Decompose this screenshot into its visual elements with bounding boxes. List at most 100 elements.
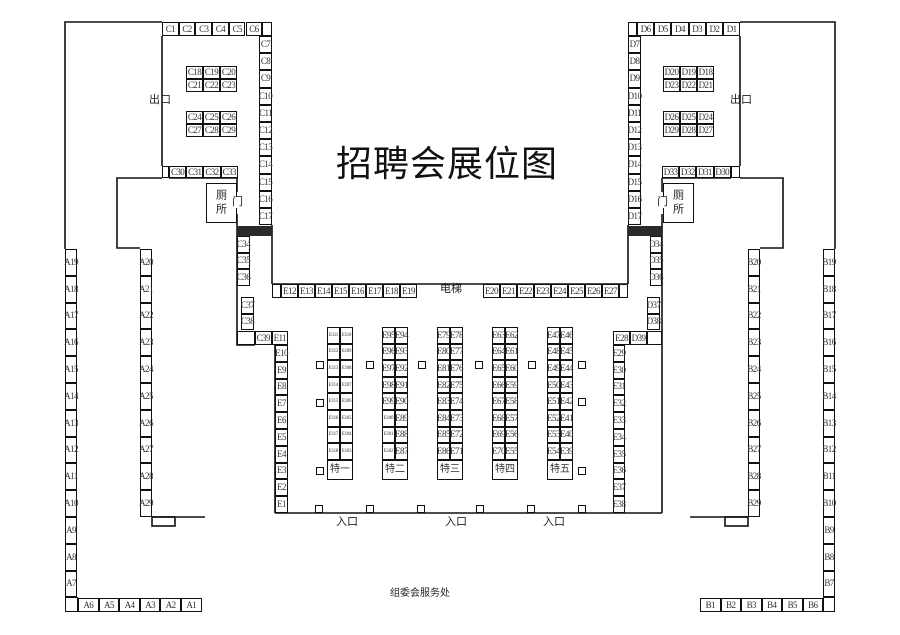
booth-c9: C9 [259,70,272,88]
pillar [316,399,324,407]
booth-e59: E59 [505,376,518,394]
booth-a18: A18 [64,275,78,303]
booth-c33: C33 [220,166,238,178]
booth-d13: D13 [628,139,642,157]
booth-e90: E90 [395,393,408,410]
booth-a11: A11 [64,463,78,491]
booth-d7: D7 [628,36,641,54]
booth-a16: A16 [64,329,78,357]
toilet-left-char-2: 所 [216,204,227,216]
entrance-label-3: 入口 [543,516,565,528]
booth-e17: E17 [366,284,383,298]
booth-a15: A15 [64,356,78,383]
booth-c30: C30 [169,166,187,178]
booth-e16: E16 [349,284,366,298]
entrance-pillar [315,505,323,513]
booth-e11: E11 [271,331,288,345]
blank-cell [162,166,169,178]
booth-e6: E6 [275,412,288,429]
page-title: 招聘会展位图 [336,144,559,184]
booth-e100: E100 [382,410,395,427]
booth-e50: E50 [547,376,560,394]
blank-cell [272,284,281,298]
booth-e69: E69 [492,426,505,444]
booth-a9: A9 [65,517,77,544]
booth-d1: D1 [723,22,741,36]
booth-c31: C31 [186,166,204,178]
booth-b5: B5 [782,598,803,612]
booth-e66: E66 [492,376,505,394]
booth-e5: E5 [275,429,288,446]
entrance-label-2: 入口 [445,516,467,528]
booth-a25: A25 [139,383,153,410]
booth-e75: E75 [450,376,463,394]
booth-b27: B27 [747,436,761,464]
booth-e108: E108 [340,360,353,377]
booth-c23: C23 [220,79,237,92]
door-label-right: 门 [657,196,668,208]
entrance-pillar [476,505,484,513]
booth-e77: E77 [450,343,463,361]
pillar [418,361,426,369]
blank-cell [647,331,662,345]
booth-c8: C8 [259,53,272,71]
booth-e4: E4 [275,445,288,463]
booth-d34: D34 [649,236,663,253]
elevator-label: 电梯 [440,283,462,295]
booth-d2: D2 [705,22,723,36]
booth-a28: A28 [139,463,153,491]
booth-d35: D35 [649,252,663,269]
booth-e10: E10 [275,345,288,362]
booth-e43: E43 [560,376,573,394]
booth-e63: E63 [492,327,505,344]
booth-e53: E53 [547,426,560,444]
pillar [475,361,483,369]
booth-e114: E114 [327,376,340,394]
booth-e80: E80 [437,343,450,361]
booth-b10: B10 [822,490,836,517]
booth-a5: A5 [98,598,120,612]
booth-d22: D22 [680,79,697,92]
booth-e96: E96 [382,343,395,361]
booth-e20: E20 [483,284,500,298]
booth-c14: C14 [259,156,273,174]
booth-e32: E32 [613,395,626,413]
booth-c20: C20 [220,66,237,79]
booth-e54: E54 [547,443,560,460]
booth-e56: E56 [505,426,518,444]
booth-b4: B4 [761,598,782,612]
booth-e91: E91 [395,376,408,394]
booth-e9: E9 [275,361,288,379]
pillar [528,361,536,369]
left-stair-bar [237,226,272,236]
booth-e85: E85 [437,426,450,444]
booth-e110: E110 [340,327,353,344]
booth-c16: C16 [259,190,273,208]
booth-c1: C1 [162,22,179,36]
booth-e36: E36 [613,462,626,480]
toilet-right-label: 厕 所 [673,189,685,218]
booth-e118: E118 [327,443,340,460]
service-desk-label: 组委会服务处 [390,588,450,599]
booth-e42: E42 [560,393,573,410]
booth-a13: A13 [64,409,78,437]
booth-e105: E105 [340,410,353,427]
booth-b13: B13 [822,409,836,437]
booth-b3: B3 [741,598,762,612]
left-outer-wall [64,21,162,249]
booth-e62: E62 [505,327,518,344]
booth-b14: B14 [822,383,836,410]
booth-e111: E111 [327,327,340,344]
booth-e23: E23 [534,284,551,298]
booth-e98: E98 [382,376,395,394]
booth-c19: C19 [203,66,220,79]
booth-e58: E58 [505,393,518,410]
booth-e102: E102 [382,443,395,460]
booth-d20: D20 [663,66,680,79]
blank-cell [65,597,78,612]
booth-e74: E74 [450,393,463,410]
booth-c39: C39 [255,331,272,345]
booth-e67: E67 [492,393,505,410]
left-corridor-wall [116,177,162,249]
